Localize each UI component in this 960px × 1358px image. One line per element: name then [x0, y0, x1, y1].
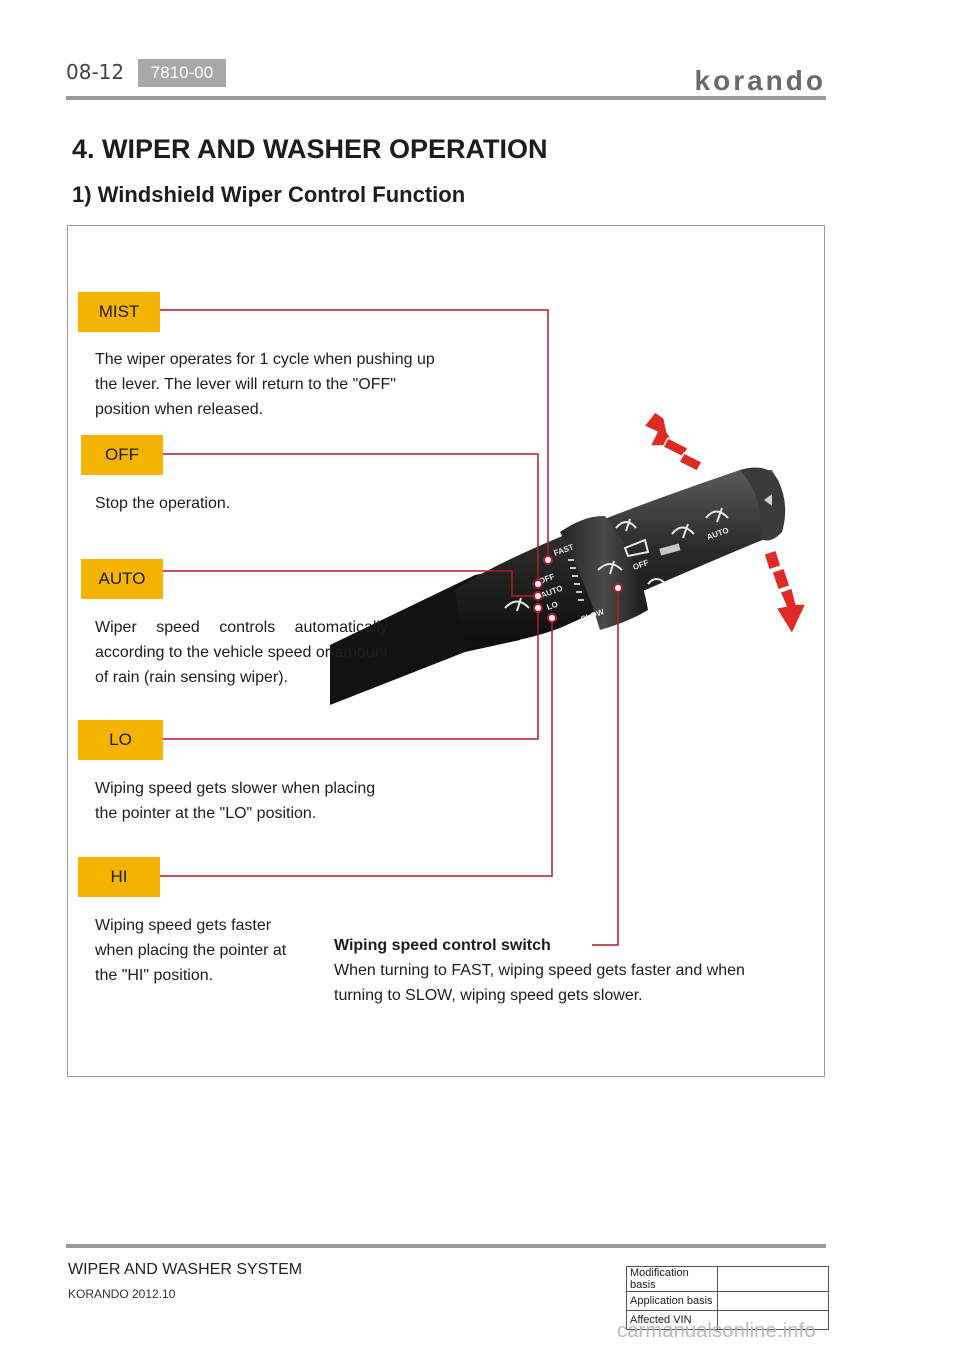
tag-hi: HI	[78, 857, 160, 897]
leader-lo	[163, 608, 539, 740]
washer-symbol-icon	[647, 578, 667, 585]
leader-auto	[163, 570, 538, 597]
speed-switch-title: Wiping speed control switch	[334, 937, 551, 954]
brand-wordmark: korando	[695, 66, 826, 96]
footer-section-title: WIPER AND WASHER SYSTEM	[68, 1261, 303, 1278]
table-cell-value	[717, 1266, 829, 1292]
table-cell-label: Affected VIN	[626, 1310, 718, 1330]
page-number: 08-12	[66, 60, 125, 84]
table-row: Application basis	[626, 1291, 829, 1311]
table-cell-value	[717, 1291, 829, 1311]
section-code-badge: 7810-00	[138, 59, 226, 87]
leader-mist	[160, 309, 549, 556]
lever-label-lo: LO	[546, 600, 560, 612]
leader-speed-switch	[592, 588, 619, 946]
pull-down-arrow	[763, 549, 808, 636]
wiper-symbol-icon	[623, 538, 650, 558]
tag-auto: AUTO	[81, 559, 163, 599]
push-up-arrow	[642, 410, 704, 472]
leader-hi	[160, 618, 553, 877]
leader-end-dots	[533, 555, 623, 623]
speed-ring	[560, 515, 648, 630]
section-title: 4. WIPER AND WASHER OPERATION	[72, 134, 548, 164]
leader-off	[163, 453, 539, 580]
table-cell-label: Modification basis	[626, 1266, 718, 1292]
desc-auto: Wiper speed controls automatically accor…	[95, 619, 388, 686]
wiper-symbol-icon	[597, 563, 623, 571]
desc-mist: The wiper operates for 1 cycle when push…	[95, 351, 435, 418]
speed-switch-desc: When turning to FAST, wiping speed gets …	[334, 962, 745, 1004]
korando-logo: korando	[695, 66, 826, 96]
watermark: carmanualsonline.info	[617, 1320, 816, 1342]
table-row: Affected VIN	[626, 1310, 829, 1330]
header-rule	[66, 96, 826, 100]
revision-table: Modification basis Application basis Aff…	[626, 1266, 829, 1330]
wiper-symbol-icon	[504, 600, 530, 609]
footer-model: KORANDO 2012.10	[68, 1287, 176, 1301]
tag-mist: MIST	[78, 292, 160, 332]
desc-lo: Wiping speed gets slower when placing th…	[95, 780, 376, 822]
speed-scale-ticks	[568, 559, 584, 601]
leader-lines	[160, 309, 619, 946]
lever-end-cap	[740, 467, 786, 541]
footer-rule	[66, 1244, 826, 1248]
wiper-symbol-icon	[705, 510, 729, 519]
wiper-symbol-icon	[671, 526, 695, 535]
desc-off: Stop the operation.	[95, 495, 231, 512]
figure-frame	[67, 225, 825, 1077]
desc-hi: Wiping speed gets faster when placing th…	[95, 917, 287, 984]
section-subtitle: 1) Windshield Wiper Control Function	[72, 182, 466, 207]
wiper-symbol-icon	[615, 521, 637, 529]
table-row: Modification basis	[626, 1266, 829, 1292]
table-cell-label: Application basis	[626, 1291, 718, 1311]
table-cell-value	[717, 1310, 829, 1330]
tag-off: OFF	[81, 435, 163, 475]
tag-lo: LO	[78, 720, 163, 760]
ring-indicator-bar	[659, 543, 681, 556]
end-cap-triangle-icon	[764, 494, 772, 506]
